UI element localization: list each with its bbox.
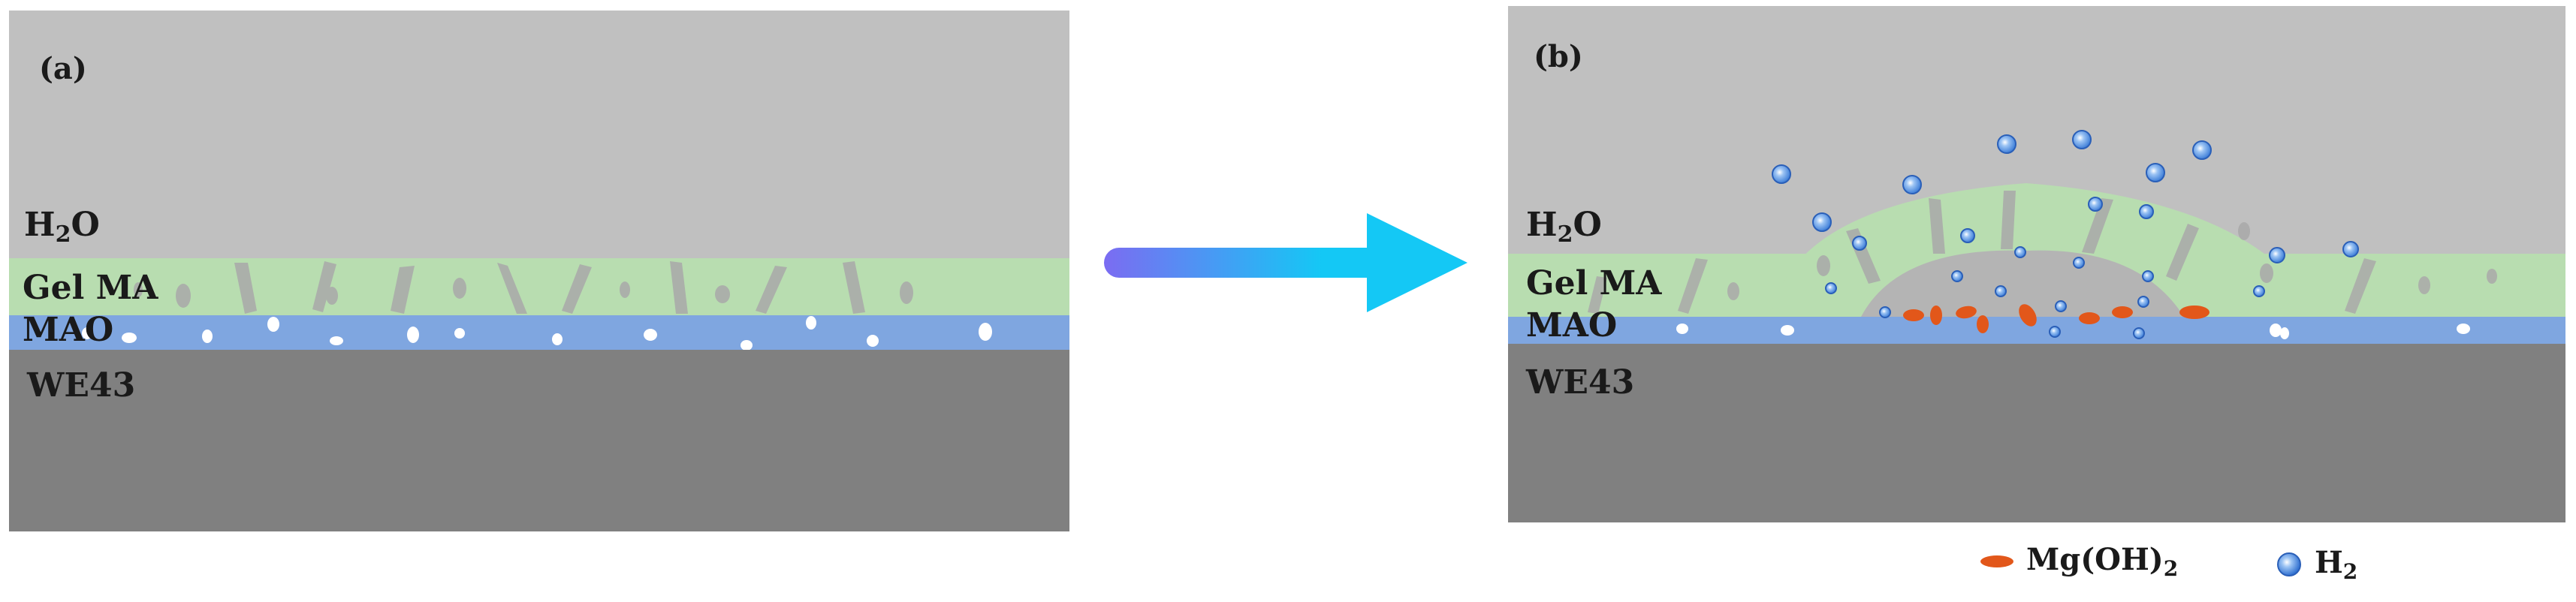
h2-bubble (2142, 270, 2154, 282)
mao-label: MAO (23, 311, 114, 349)
mao-pores (1676, 324, 2470, 339)
gel-cavity (1861, 250, 2184, 317)
h2-bubble (1951, 270, 1963, 282)
water-layer (9, 11, 1069, 258)
h2-bubble (2253, 285, 2265, 297)
mg-oh2-particle (2112, 306, 2133, 318)
h2-bubble (2073, 257, 2085, 269)
h2-bubble (1902, 175, 1922, 194)
mg-oh2-particle (1930, 306, 1942, 325)
substrate-layer (1508, 344, 2565, 522)
water-label: H2O (1526, 206, 1602, 248)
h2-bubble (2133, 327, 2145, 339)
mg-oh2-particle (2019, 304, 2037, 327)
substrate-label: WE43 (1526, 363, 1635, 402)
particles-layer (1772, 130, 2359, 339)
h2-bubble (2014, 246, 2026, 258)
mg-oh2-particle-icon (1980, 555, 2013, 567)
h2-bubble (1995, 285, 2007, 297)
legend-h2-label: H2 (2315, 545, 2358, 584)
mao-layer (9, 315, 1069, 350)
right-arrow-icon (1104, 213, 1467, 312)
panel-letter: (b) (1534, 39, 1583, 74)
gel-pores (134, 261, 913, 314)
h2-bubble (2146, 163, 2165, 182)
legend-mgoh2-label: Mg(OH)2 (2026, 542, 2179, 581)
mg-oh2-particle (1977, 315, 1989, 333)
substrate-label: WE43 (27, 366, 136, 405)
h2-bubble (2139, 204, 2154, 219)
h2-bubble (2088, 197, 2103, 212)
h2-bubble (1879, 306, 1891, 318)
mg-oh2-particle (1903, 309, 1924, 321)
panel-a: (a) H2O Gel MA MAO WE43 (9, 11, 1069, 531)
h2-bubble (1852, 236, 1867, 251)
h2-bubble (2055, 300, 2067, 312)
h2-bubble (2269, 247, 2285, 263)
h2-bubble (1772, 164, 1791, 184)
mg-oh2-particle (1956, 306, 1977, 319)
h2-bubble-icon (2277, 552, 2301, 576)
mao-label: MAO (1526, 306, 1618, 345)
h2-bubble (2192, 140, 2212, 160)
h2-bubble (2049, 326, 2061, 338)
gel-label: Gel MA (23, 269, 158, 307)
h2-bubble (1960, 228, 1975, 243)
substrate-layer (9, 350, 1069, 531)
h2-bubble (2072, 130, 2092, 149)
h2-bubble (2137, 296, 2149, 308)
h2-bubble (1812, 212, 1832, 232)
mao-pores (82, 316, 992, 351)
h2-bubble (2342, 241, 2359, 257)
mg-oh2-particle (2179, 306, 2210, 319)
water-label: H2O (24, 206, 100, 248)
legend-h2: H2 (2274, 545, 2357, 584)
mg-oh2-particle (2079, 312, 2100, 324)
h2-bubble (1997, 134, 2016, 154)
panel-b-layers (1508, 6, 2565, 522)
panel-a-layers (9, 11, 1069, 531)
gel-label: Gel MA (1526, 264, 1662, 303)
legend-mgoh2: Mg(OH)2 (1978, 542, 2178, 581)
panel-letter: (a) (39, 51, 87, 86)
panel-b: (b) H2O Gel MA MAO WE43 (1508, 6, 2565, 522)
h2-bubble (1825, 282, 1837, 294)
